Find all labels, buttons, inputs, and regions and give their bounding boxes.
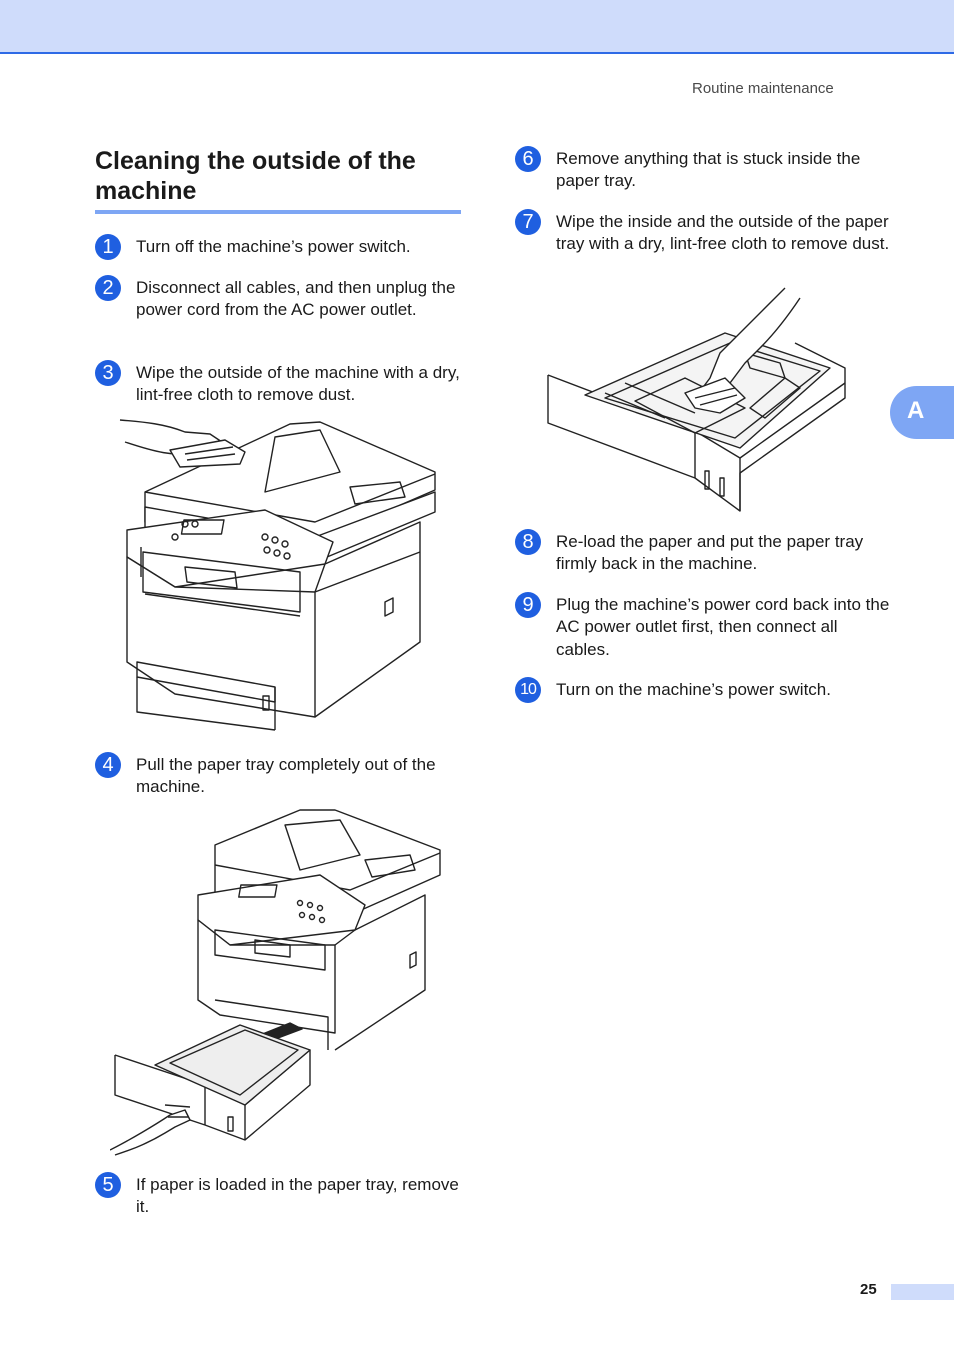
step-text: Turn off the machine’s power switch. [136, 237, 411, 256]
title-rule [95, 210, 461, 214]
step-number: 2 [95, 275, 121, 301]
appendix-tab: A [890, 386, 954, 439]
printer-wipe-illustration [119, 419, 436, 731]
step-number: 6 [515, 146, 541, 172]
step-number: 4 [95, 752, 121, 778]
step-text: Disconnect all cables, and then unplug t… [136, 278, 456, 320]
step-number: 10 [515, 677, 541, 703]
step-text: If paper is loaded in the paper tray, re… [136, 1175, 459, 1217]
page-number: 25 [860, 1281, 877, 1298]
step-text: Pull the paper tray completely out of th… [136, 755, 436, 797]
step-text: Turn on the machine’s power switch. [556, 680, 831, 699]
step-number: 8 [515, 529, 541, 555]
step-number: 7 [515, 209, 541, 235]
step-text: Re-load the paper and put the paper tray… [556, 532, 864, 574]
appendix-tab-label: A [907, 397, 925, 424]
header-band [0, 0, 954, 54]
step-number: 9 [515, 592, 541, 618]
printer-tray-pull-illustration [110, 809, 441, 1156]
step-number: 1 [95, 234, 121, 260]
step-number: 3 [95, 360, 121, 386]
page-tab [891, 1284, 954, 1300]
step-text: Wipe the outside of the machine with a d… [136, 363, 460, 405]
step-text: Wipe the inside and the outside of the p… [556, 212, 890, 254]
running-head: Routine maintenance [692, 80, 834, 97]
tray-wipe-illustration [547, 287, 846, 512]
section-title: Cleaning the outside of the machine [95, 147, 416, 205]
step-text: Remove anything that is stuck inside the… [556, 149, 861, 191]
step-text: Plug the machine’s power cord back into … [556, 595, 890, 659]
step-number: 5 [95, 1172, 121, 1198]
